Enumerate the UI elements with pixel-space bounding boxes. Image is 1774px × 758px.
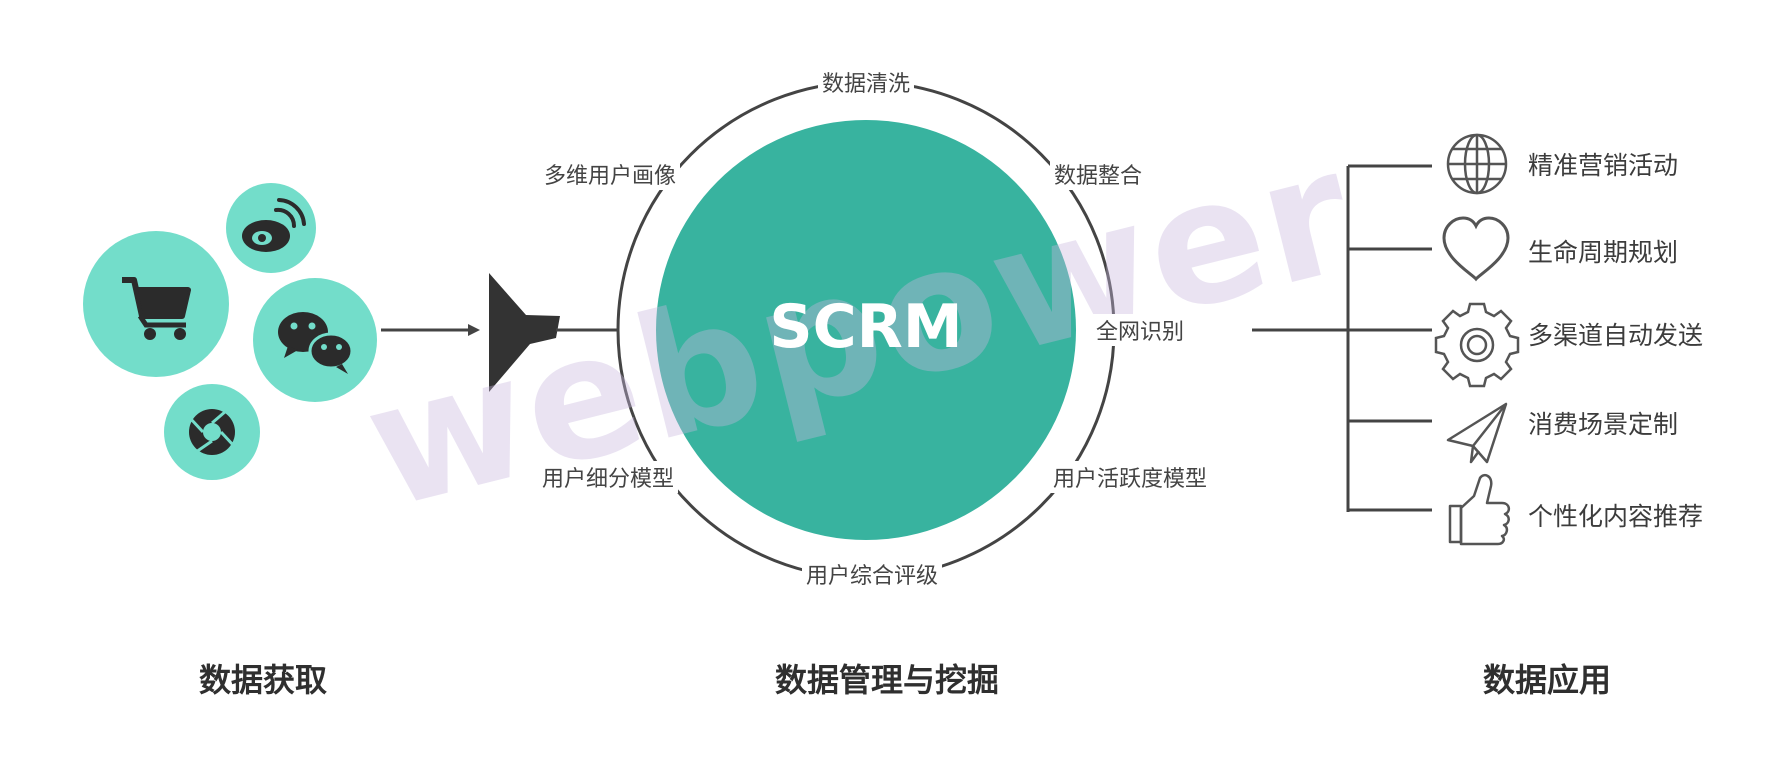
app-label-personalized-content: 个性化内容推荐 — [1528, 502, 1704, 531]
app-label-multichannel-send: 多渠道自动发送 — [1528, 321, 1704, 350]
app-label-precision-marketing: 精准营销活动 — [1528, 151, 1679, 180]
ring-label-network-identification: 全网识别 — [1091, 314, 1189, 346]
tree-branches — [1348, 164, 1432, 512]
ring-label-user-activity-model: 用户活跃度模型 — [1048, 461, 1212, 493]
funnel-shape — [489, 273, 560, 392]
globe-icon — [1446, 133, 1508, 195]
scrm-core-circle — [656, 120, 1076, 540]
heart-icon — [1442, 216, 1510, 282]
app-label-lifecycle-planning: 生命周期规划 — [1528, 238, 1679, 267]
ring-label-user-portrait: 多维用户画像 — [539, 158, 681, 190]
section-title-acquisition: 数据获取 — [198, 661, 328, 699]
shopping-cart-icon — [122, 277, 191, 340]
gear-icon — [1434, 302, 1520, 388]
app-label-scenario-customization: 消费场景定制 — [1528, 410, 1679, 439]
thumbs-up-icon — [1448, 474, 1511, 546]
paper-plane-icon — [1446, 402, 1508, 464]
wechat-icon — [278, 312, 354, 374]
ring-label-data-cleaning: 数据清洗 — [817, 66, 915, 98]
scrm-title: SCRM — [769, 292, 963, 362]
camera-aperture-icon — [188, 409, 236, 455]
weibo-icon — [242, 198, 306, 252]
ring-label-user-segment-model: 用户细分模型 — [537, 461, 679, 493]
section-title-application: 数据应用 — [1482, 661, 1612, 699]
ring-label-user-rating: 用户综合评级 — [801, 558, 943, 590]
section-title-management: 数据管理与挖掘 — [774, 661, 1000, 699]
ring-label-data-integration: 数据整合 — [1049, 158, 1147, 190]
source-arrow-head — [468, 324, 480, 336]
